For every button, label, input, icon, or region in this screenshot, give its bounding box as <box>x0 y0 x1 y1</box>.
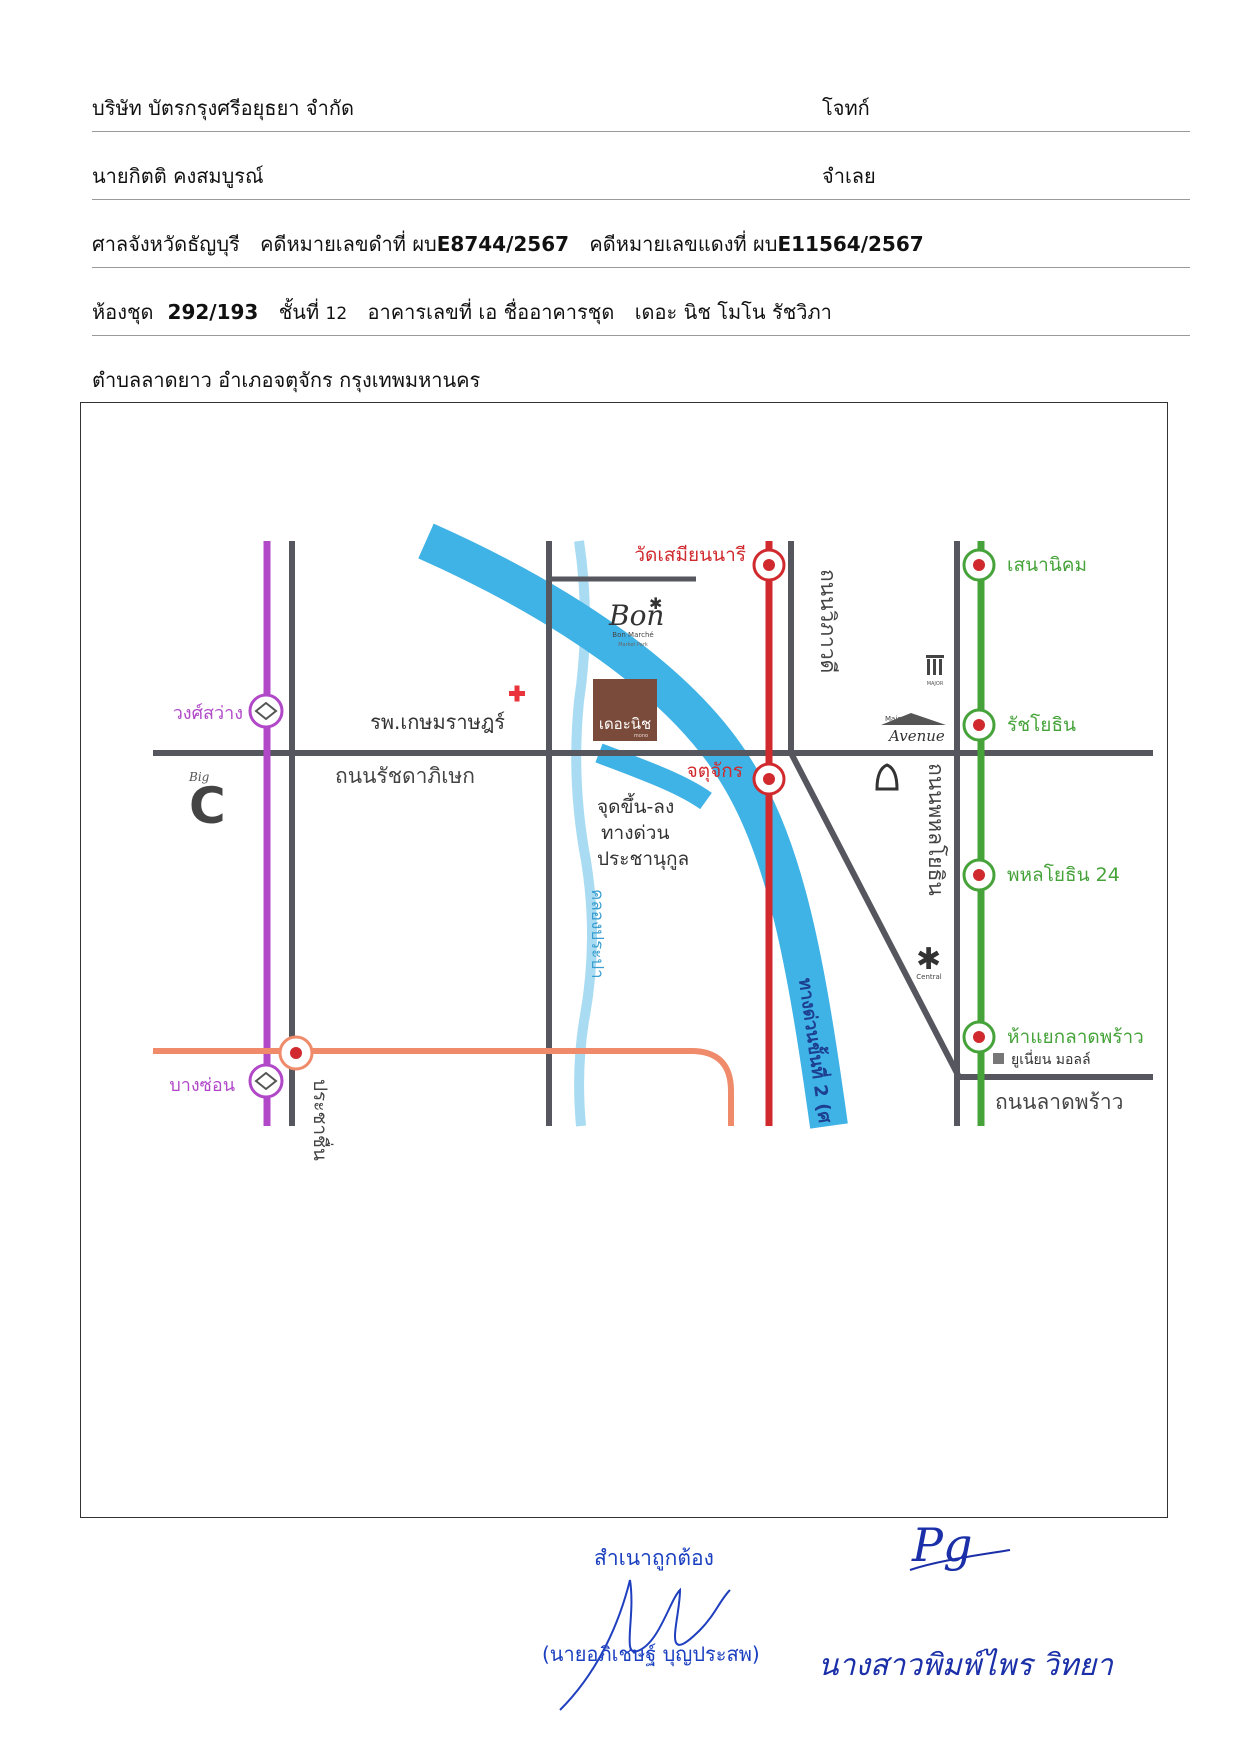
red-case-number: E11564/2567 <box>777 232 924 256</box>
union-mall-icon <box>993 1053 1004 1064</box>
defendant-label: จำเลย <box>822 164 876 188</box>
big-c-top-label: Big <box>188 770 210 784</box>
floor-number: 12 <box>325 304 348 324</box>
floor-label: ชั้นที่ <box>278 300 320 324</box>
label-ratchayothin: รัชโยธิน <box>1007 713 1076 736</box>
label-canal: คลองประปา <box>587 889 607 979</box>
central-star-icon: ✱ <box>916 942 941 977</box>
label-lat-phrao: ถนนลาดพร้าว <box>995 1090 1123 1114</box>
case-info: ศาลจังหวัดธัญบุรี คดีหมายเลขดำที่ ผบE874… <box>92 228 924 260</box>
plaintiff-name: บริษัท บัตรกรุงศรีอยุธยา จำกัด <box>92 96 354 120</box>
unit-number: 292/193 <box>167 300 259 324</box>
map-frame: วัดเสมียนนารี จตุจักร เสนานิคม รัชโยธิน … <box>80 402 1168 1518</box>
station-sena-nikhom-icon <box>962 548 996 582</box>
location-map: วัดเสมียนนารี จตุจักร เสนานิคม รัชโยธิน … <box>153 523 1153 1161</box>
station-wat-samian-icon <box>752 548 786 582</box>
handwritten-name-signature: นางสาวพิมพ์ไพร วิทยา <box>818 1648 1113 1683</box>
initials-signature: Pg <box>912 1518 973 1572</box>
station-ratchayothin-icon <box>962 708 996 742</box>
major-m-label: MAJOR <box>927 681 944 687</box>
label-chatuchak: จตุจักร <box>687 760 743 783</box>
label-bang-son: บางซ่อน <box>169 1075 235 1096</box>
label-prachachuen: ประชาชื่น <box>309 1079 334 1161</box>
black-case-label: คดีหมายเลขดำที่ ผบ <box>260 232 437 256</box>
label-wat-samian: วัดเสมียนนารี <box>634 544 746 566</box>
label-ha-yaek: ห้าแยกลาดพร้าว <box>1007 1026 1144 1048</box>
building-name: เดอะ นิช โมโน รัชวิภา <box>634 300 832 324</box>
initials-underline <box>909 1549 1011 1571</box>
avenue-logo: Avenue <box>887 727 945 745</box>
avenue-top-label: Major <box>885 715 905 723</box>
header-row-parties: บริษัท บัตรกรุงศรีอยุธยา จำกัด โจทก์ <box>92 64 1190 132</box>
plaintiff-label: โจทก์ <box>822 96 870 120</box>
label-ramp-3: ประชานุกูล <box>597 848 689 871</box>
label-wiphawadi: ถนนวิภาวดี <box>816 569 840 673</box>
station-ha-yaek-icon <box>962 1020 996 1054</box>
label-ratchadaphisek: ถนนรัชดาภิเษก <box>335 764 475 788</box>
station-phahon24-icon <box>962 858 996 892</box>
black-case-number: E8744/2567 <box>436 232 570 256</box>
label-project: เดอะนิช <box>599 715 651 733</box>
signature-scribble <box>559 1579 731 1711</box>
bon-star-icon: ✱ <box>649 594 662 613</box>
label-sena-nikhom: เสนานิคม <box>1007 554 1087 576</box>
avenue-roof-icon <box>881 713 946 725</box>
label-project-sub: mono <box>634 733 648 739</box>
label-hospital: รพ.เกษมราษฎร์ <box>370 710 505 734</box>
bon-logo: Bon <box>608 599 664 632</box>
unit-info: ห้องชุด 292/193 ชั้นที่ 12 อาคารเลขที่ เอ… <box>92 296 832 328</box>
rail-orange-line <box>153 1048 734 1126</box>
red-case-label: คดีหมายเลขแดงที่ ผบ <box>589 232 778 256</box>
expressway-ramp <box>595 743 712 810</box>
station-chatuchak-icon <box>752 762 786 796</box>
label-ramp-2: ทางด่วน <box>601 822 669 844</box>
label-union-mall: ยูเนี่ยน มอลล์ <box>1011 1050 1091 1068</box>
header-row-location: ตำบลลาดยาว อำเภอจตุจักร กรุงเทพมหานคร <box>92 336 1190 404</box>
road-diagonal-line <box>788 751 962 1079</box>
building-label: อาคารเลขที่ เอ ชื่ออาคารชุด <box>367 300 615 324</box>
label-phahonyothin: ถนนพหลโยธิน <box>924 763 948 896</box>
project-marker <box>593 679 657 741</box>
station-bang-son-icon <box>248 1035 314 1099</box>
certifier-name: (นายอภิเชษฐ์ บุญประสพ) <box>542 1642 760 1666</box>
court-name: ศาลจังหวัดธัญบุรี <box>92 232 240 256</box>
label-phahon24: พหลโยธิน 24 <box>1007 863 1120 886</box>
unit-label: ห้องชุด <box>92 300 154 324</box>
header-row-defendant: นายกิตติ คงสมบูรณ์ จำเลย <box>92 132 1190 200</box>
hospital-icon <box>509 685 525 702</box>
landmark-bell-icon <box>875 763 899 791</box>
label-wong-sawang: วงศ์สว่าง <box>173 703 243 724</box>
central-label: Central <box>916 973 942 981</box>
header-row-case: ศาลจังหวัดธัญบุรี คดีหมายเลขดำที่ ผบE874… <box>92 200 1190 268</box>
header-row-unit: ห้องชุด 292/193 ชั้นที่ 12 อาคารเลขที่ เอ… <box>92 268 1190 336</box>
certified-copy-stamp: สำเนาถูกต้อง <box>594 1546 714 1570</box>
label-ramp-1: จุดขึ้น-ลง <box>597 793 674 819</box>
big-c-logo: C <box>189 777 226 835</box>
station-wong-sawang-icon <box>248 693 284 729</box>
bon-sub2-label: Market Park <box>618 642 648 648</box>
defendant-name: นายกิตติ คงสมบูรณ์ <box>92 164 264 188</box>
major-m-icon <box>926 655 944 675</box>
bon-sub-label: Bon Marché <box>612 631 653 639</box>
location-text: ตำบลลาดยาว อำเภอจตุจักร กรุงเทพมหานคร <box>92 368 481 392</box>
